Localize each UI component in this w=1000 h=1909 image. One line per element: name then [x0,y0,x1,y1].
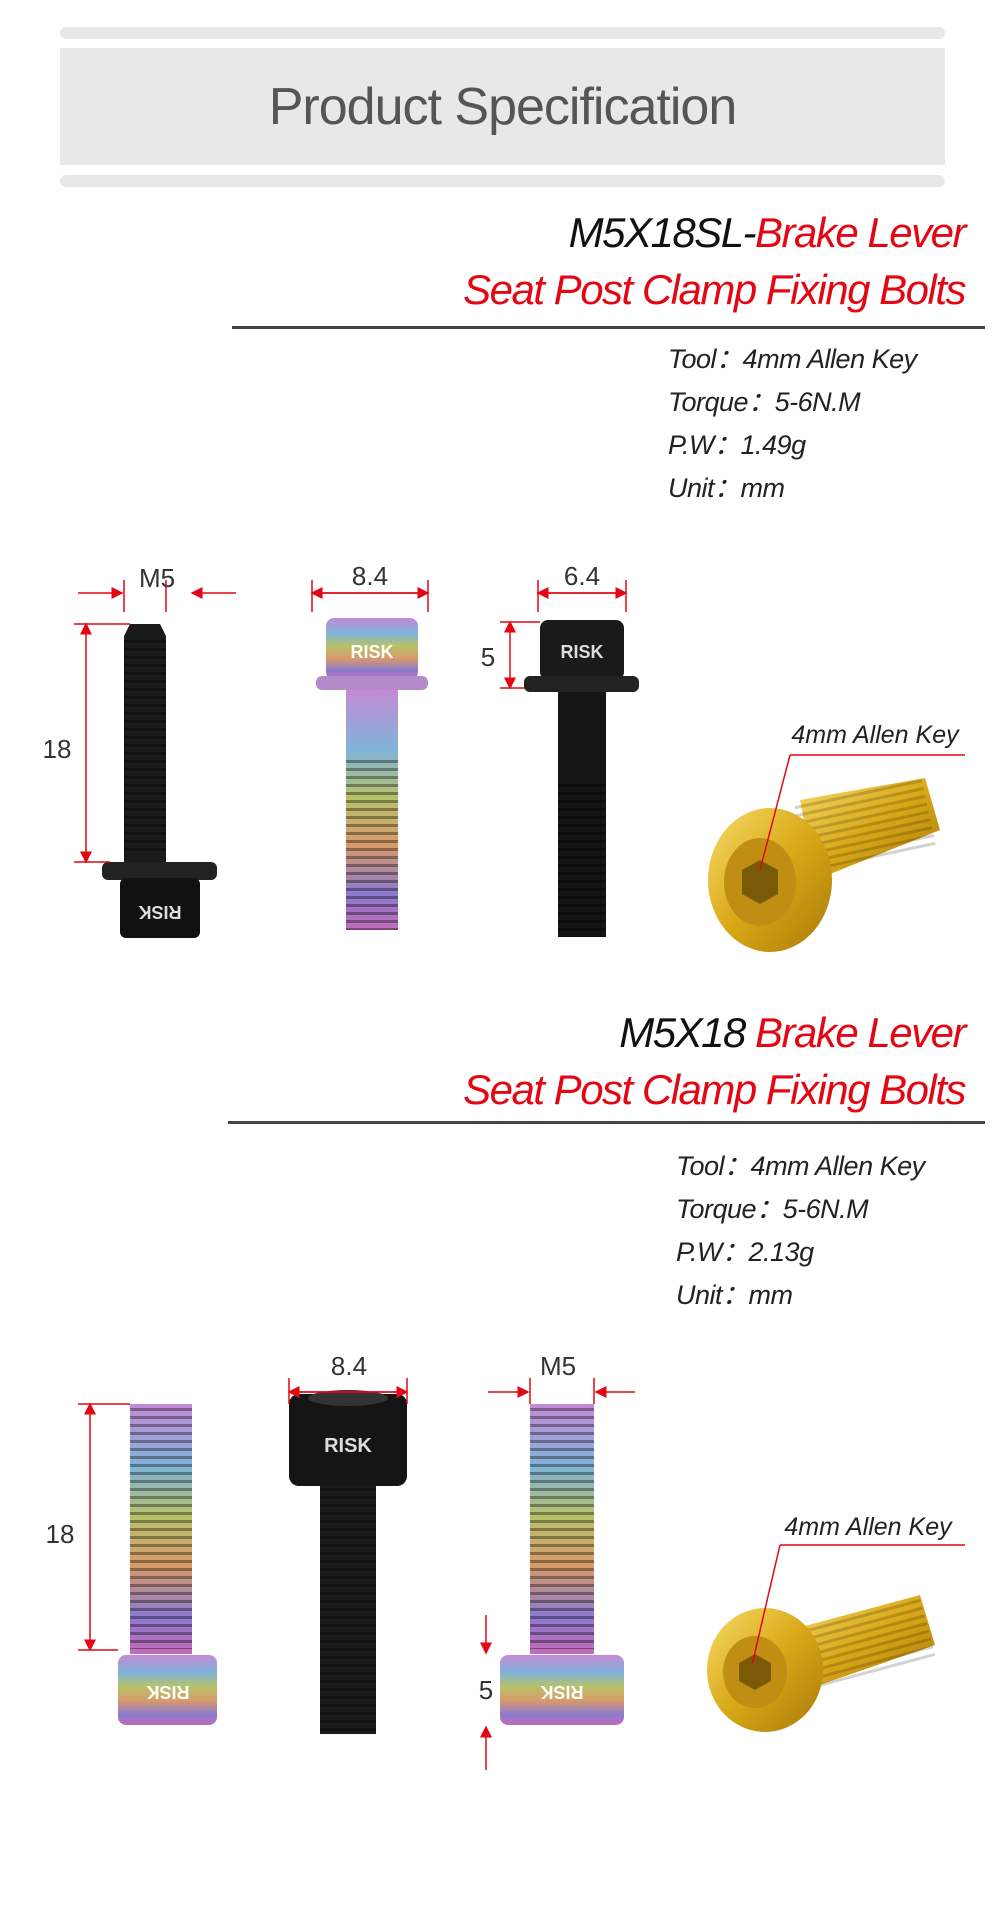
bolt-black-flange: RISK [524,620,639,937]
product-2-title-line2: Seat Post Clamp Fixing Bolts [463,1066,966,1113]
spec-unit: Unit：mm [668,473,785,503]
page-title: Product Specification [60,48,945,165]
dim-head-width-label: 8.4 [331,1351,367,1381]
product-1-title-line1: M5X18SL-Brake Lever [568,205,967,261]
brand-logo: RISK [560,642,603,662]
dim-head-width-label: 6.4 [564,561,600,591]
callout-label: 4mm Allen Key [791,721,960,749]
product-name: Brake Lever [755,1009,966,1056]
brand-logo: RISK [324,1435,372,1457]
decor-band-bottom [60,175,945,187]
product-2-title-line1: M5X18 Brake Lever [619,1005,966,1061]
bolt-rainbow-cap-inverted: RISK [118,1404,217,1725]
spec-weight: P.W：2.13g [676,1237,814,1267]
callout-line [759,754,791,871]
bolt-gold-angled [707,1595,936,1732]
product-model: M5X18 [619,1009,756,1056]
dim-head-width-label: 8.4 [352,561,388,591]
divider [228,1121,985,1124]
product-1-specs: Tool：4mm Allen Key Torque：5-6N.M P.W：1.4… [668,338,917,510]
bolt-black-flange-inverted: RISK [102,624,217,938]
spec-torque: Torque：5-6N.M [668,387,861,417]
dimension-lines [78,1378,635,1770]
decor-band-top [60,27,945,39]
spec-torque: Torque：5-6N.M [676,1194,869,1224]
dim-length-label: 18 [46,1519,75,1549]
callout-line [751,1544,781,1666]
callout-label: 4mm Allen Key [784,1513,953,1541]
bolt-black-cap: RISK [289,1390,407,1734]
bolt-gold-angled [708,777,940,952]
bolt-rainbow-flange: RISK [316,618,428,930]
spec-weight: P.W：1.49g [668,430,806,460]
brand-logo: RISK [146,1682,189,1702]
dimension-lines [74,580,628,864]
dim-head-height-label: 5 [479,1675,493,1705]
product-model: M5X18SL- [568,209,757,256]
spec-tool: Tool：4mm Allen Key [668,344,917,374]
bolt-rainbow-cap: RISK [500,1404,624,1725]
product-name: Brake Lever [755,209,966,256]
dim-head-height-label: 5 [481,642,495,672]
product-2-specs: Tool：4mm Allen Key Torque：5-6N.M P.W：2.1… [676,1145,925,1317]
brand-logo: RISK [540,1682,583,1702]
dim-length-label: 18 [43,734,72,764]
dim-thread-label: M5 [540,1351,576,1381]
spec-tool: Tool：4mm Allen Key [676,1151,925,1181]
brand-logo: RISK [350,642,393,662]
divider [232,326,985,329]
dim-thread-label: M5 [139,563,175,593]
spec-unit: Unit：mm [676,1280,793,1310]
brand-logo: RISK [138,902,181,922]
product-1-title-line2: Seat Post Clamp Fixing Bolts [463,266,966,313]
